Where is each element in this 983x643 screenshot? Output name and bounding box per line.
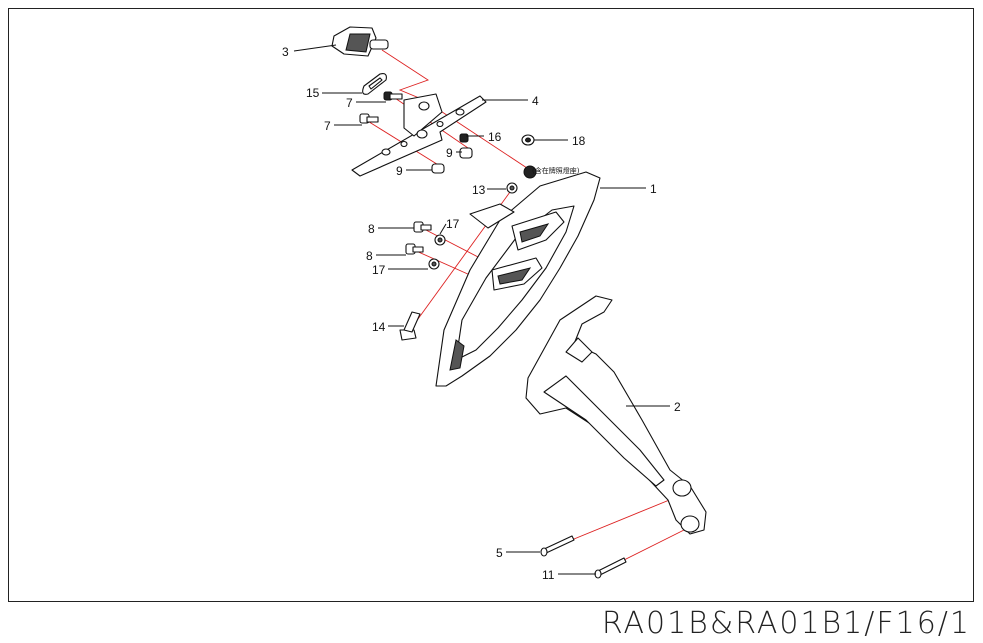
- part-8-bolt-upper: [413, 221, 432, 233]
- callout-labels: 3 15 7 4 7 16 18 9 9 13 1 8 17 8 17 14 2…: [282, 45, 681, 582]
- part-5-bolt: [540, 535, 575, 557]
- callout-1: 1: [650, 182, 657, 196]
- callout-9: 9: [396, 164, 403, 178]
- part-17-washer-lower: [428, 258, 440, 270]
- callout-4: 4: [532, 94, 539, 108]
- callout-16: 16: [488, 130, 502, 144]
- callout-17: 17: [446, 217, 460, 231]
- license-lamp-note: (含在牌照燈座): [532, 166, 580, 175]
- part-9-spacer-lower: [431, 163, 445, 174]
- part-8-bolt-lower: [405, 243, 424, 255]
- license-lamp-nut: [523, 165, 537, 179]
- part-15-gasket: [362, 73, 387, 95]
- callout-8: 8: [368, 222, 375, 236]
- callout-7: 7: [346, 96, 353, 110]
- part-1-rear-fender: [435, 171, 601, 387]
- part-16-nut: [459, 133, 469, 143]
- callout-8: 8: [366, 249, 373, 263]
- callout-18: 18: [572, 134, 586, 148]
- part-17-washer-upper: [434, 234, 446, 246]
- drawing-frame: [8, 8, 974, 602]
- part-11-bolt: [594, 557, 627, 579]
- callout-7: 7: [324, 119, 331, 133]
- callout-17: 17: [372, 263, 386, 277]
- callout-13: 13: [472, 183, 486, 197]
- part-2-mount-bracket: [525, 295, 707, 535]
- part-13-nut: [506, 182, 518, 194]
- callout-9: 9: [446, 146, 453, 160]
- callout-14: 14: [372, 320, 386, 334]
- callout-11: 11: [542, 568, 555, 582]
- part-9-spacer-upper: [459, 147, 473, 159]
- callout-5: 5: [496, 546, 503, 560]
- part-14-bolt: [399, 311, 421, 341]
- part-4-plate-bracket: [351, 93, 487, 177]
- part-7-bolt-lower: [359, 113, 379, 124]
- drawing-code: RA01B&RA01B1/F16/1: [601, 606, 971, 641]
- callout-15: 15: [306, 86, 320, 100]
- part-18-nut: [521, 134, 535, 146]
- leader-lines: [293, 44, 670, 575]
- callout-2: 2: [674, 400, 681, 414]
- part-7-bolt-upper: [383, 91, 403, 101]
- callout-3: 3: [282, 45, 289, 59]
- part-3-license-lamp: [331, 26, 389, 57]
